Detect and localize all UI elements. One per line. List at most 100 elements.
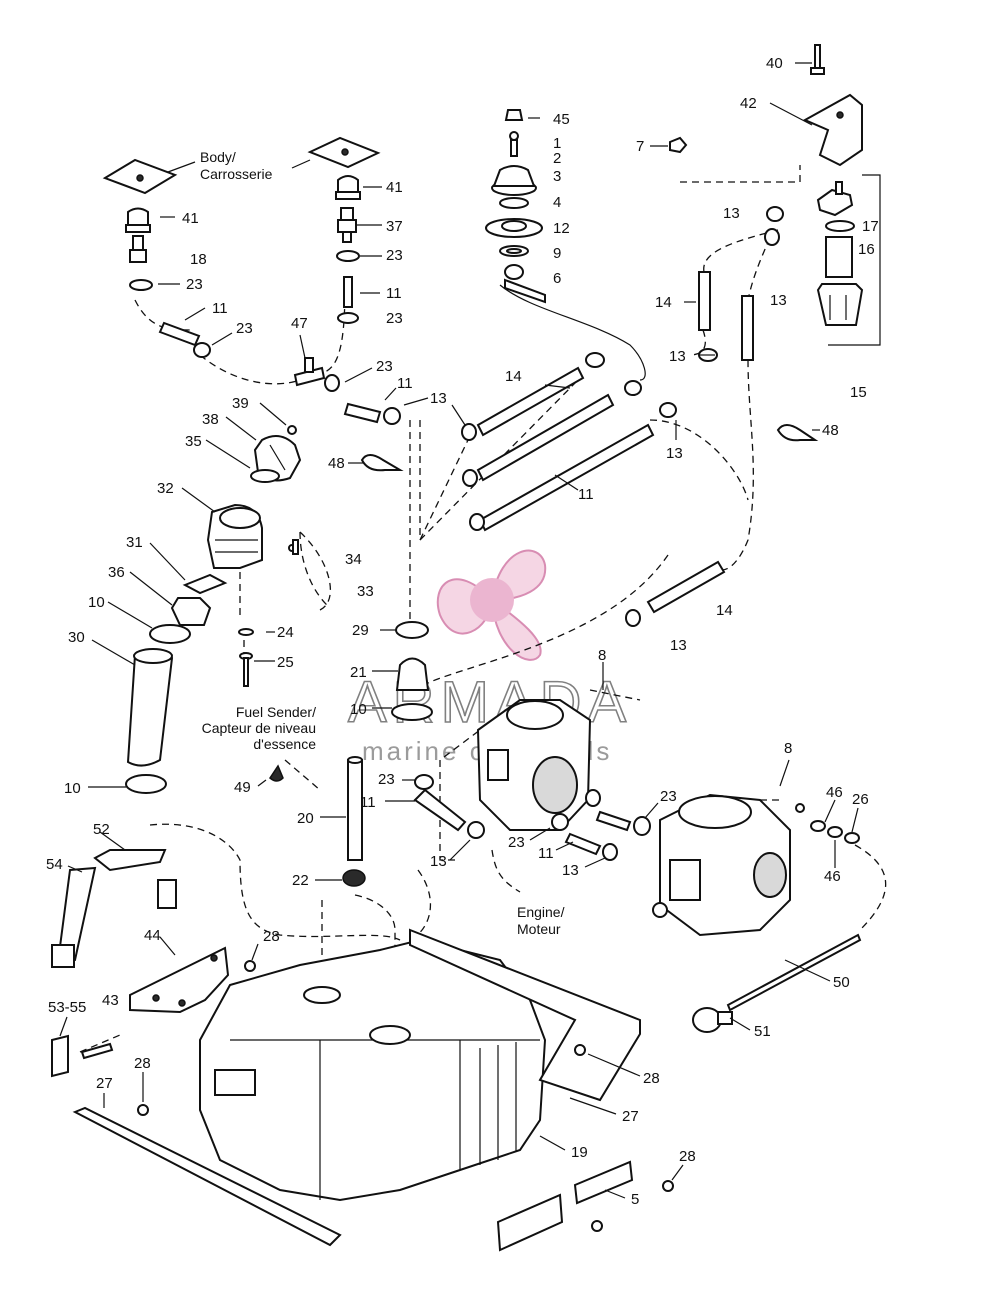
part-label-13a: 13 <box>723 205 740 222</box>
part-label-11c: 11 <box>397 375 413 392</box>
part-label-11f: 11 <box>538 845 554 862</box>
part-label-8b: 8 <box>784 740 792 757</box>
clamp-10-lower <box>125 774 167 794</box>
part-label-16: 16 <box>858 241 875 258</box>
washers-46-26 <box>795 803 860 844</box>
part-label-41b: 41 <box>182 210 199 227</box>
tether-33 <box>288 531 332 611</box>
part-label-23d: 23 <box>236 320 253 337</box>
clamp-10-upper <box>149 624 191 644</box>
screw-1 <box>509 131 519 157</box>
part-label-14b: 14 <box>505 368 522 385</box>
filter-bowl <box>816 283 864 326</box>
clamp-13-f <box>625 609 641 627</box>
washer-4 <box>499 197 529 209</box>
clamp-23-right2 <box>337 312 359 324</box>
part-label-30: 30 <box>68 629 85 646</box>
part-label-10a: 10 <box>88 594 105 611</box>
part-label-11d: 11 <box>578 486 594 503</box>
part-label-10c: 10 <box>64 780 81 797</box>
part-label-51: 51 <box>754 1023 771 1040</box>
vent-grommet-41-right <box>335 175 361 200</box>
washer-24 <box>238 628 254 636</box>
leader-lines <box>59 62 859 1199</box>
bolt-40 <box>810 44 825 75</box>
part-label-50: 50 <box>833 974 850 991</box>
body-callout-line2: Carrosserie <box>200 166 273 182</box>
hose-11-right <box>343 276 353 308</box>
sender-tube-20 <box>347 756 363 861</box>
knob-51 <box>692 1007 733 1033</box>
rail-27-right <box>409 928 641 1102</box>
part-label-27a: 27 <box>96 1075 113 1092</box>
clamp-23-t <box>324 374 340 392</box>
part-label-28a: 28 <box>263 928 280 945</box>
part-label-14a: 14 <box>655 294 672 311</box>
part-label-12: 12 <box>553 220 570 237</box>
sender-callout-line3: d'essence <box>253 736 316 752</box>
part-label-40: 40 <box>766 55 783 72</box>
clamp-row <box>461 352 677 531</box>
nut-7 <box>669 136 688 154</box>
part-label-21: 21 <box>350 664 367 681</box>
part-label-54: 54 <box>46 856 63 873</box>
clamp-29 <box>395 621 429 639</box>
part-label-45: 45 <box>553 111 570 128</box>
part-label-29: 29 <box>352 622 369 639</box>
part-label-13b: 13 <box>770 292 787 309</box>
hose-14-b <box>741 295 754 361</box>
rivet-25 <box>239 652 253 687</box>
part-label-23h: 23 <box>508 834 525 851</box>
screw-45 <box>504 109 524 121</box>
routing-lines <box>79 165 887 1059</box>
clamp-23-right <box>336 250 360 262</box>
clamp-23-left <box>129 279 153 291</box>
tie-48-left <box>360 454 404 472</box>
part-label-19: 19 <box>571 1144 588 1161</box>
part-label-46b: 46 <box>824 868 841 885</box>
part-label-52: 52 <box>93 821 110 838</box>
check-valve-18 <box>129 235 147 263</box>
callouts: Body/ Carrosserie Fuel Sender/ Capteur d… <box>200 149 565 937</box>
hose-11-long <box>476 393 615 482</box>
fittings-row <box>413 774 651 861</box>
part-label-39: 39 <box>232 395 249 412</box>
hose-30 <box>126 648 174 767</box>
part-label-3: 3 <box>553 168 561 185</box>
sender-callout-line1: Fuel Sender/ <box>236 704 316 720</box>
vent-grommet-41-left <box>125 207 151 233</box>
ball-39 <box>287 425 297 435</box>
part-label-44: 44 <box>144 927 161 944</box>
gasket-31 <box>182 573 228 595</box>
gasket-35 <box>250 469 280 483</box>
part-label-48a: 48 <box>822 422 839 439</box>
part-label-24: 24 <box>277 624 294 641</box>
part-label-28b: 28 <box>134 1055 151 1072</box>
sender-callout-line2: Capteur de niveau <box>202 720 316 736</box>
clamp-13-mid <box>383 407 401 425</box>
part-label-4: 4 <box>553 194 561 211</box>
part-label-48b: 48 <box>328 455 345 472</box>
carburetor-front <box>476 699 592 831</box>
gasket-22 <box>342 869 366 887</box>
part-label-13d: 13 <box>669 348 686 365</box>
part-label-1: 1 <box>553 135 561 152</box>
t-fitting-47 <box>293 357 326 387</box>
part-label-5: 5 <box>631 1191 639 1208</box>
filler-neck-32 <box>206 503 263 569</box>
hose-14-lower <box>646 560 726 614</box>
part-label-17: 17 <box>862 218 879 235</box>
hose-11-lower <box>478 423 655 532</box>
part-label-53-55: 53-55 <box>48 999 86 1016</box>
body-panel-left <box>102 158 178 195</box>
part-label-14c: 14 <box>716 602 733 619</box>
part-label-25: 25 <box>277 654 294 671</box>
part-label-28c: 28 <box>643 1070 660 1087</box>
plate-5-a <box>573 1160 634 1205</box>
part-label-36: 36 <box>108 564 125 581</box>
plate-5-b <box>496 1193 564 1252</box>
part-label-13h: 13 <box>562 862 579 879</box>
plate-44 <box>129 946 230 1014</box>
propeller-logo <box>436 549 547 661</box>
